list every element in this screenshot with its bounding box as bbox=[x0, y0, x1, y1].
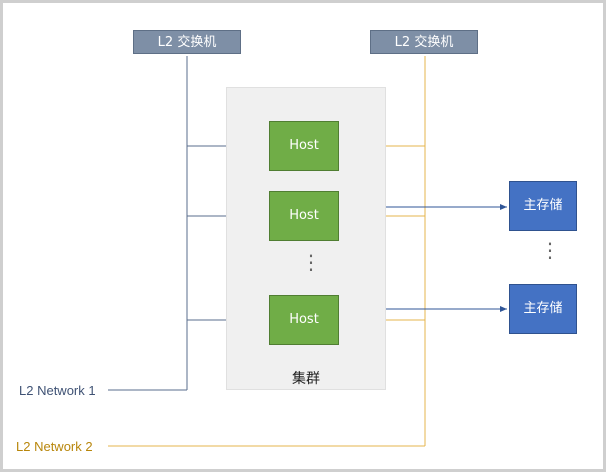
storage-ellipsis: ⋮ bbox=[540, 240, 560, 260]
l2-network-1-label: L2 Network 1 bbox=[19, 383, 96, 398]
host-3: Host bbox=[269, 295, 339, 345]
primary-storage-2: 主存储 bbox=[509, 284, 577, 334]
l2-network-2-label: L2 Network 2 bbox=[16, 439, 93, 454]
cluster-label: 集群 bbox=[292, 371, 320, 387]
host-1: Host bbox=[269, 121, 339, 171]
l2-switch-2: L2 交换机 bbox=[370, 30, 478, 54]
host-ellipsis: ⋮ bbox=[301, 252, 321, 272]
host-2: Host bbox=[269, 191, 339, 241]
l2-switch-1: L2 交换机 bbox=[133, 30, 241, 54]
primary-storage-1: 主存储 bbox=[509, 181, 577, 231]
